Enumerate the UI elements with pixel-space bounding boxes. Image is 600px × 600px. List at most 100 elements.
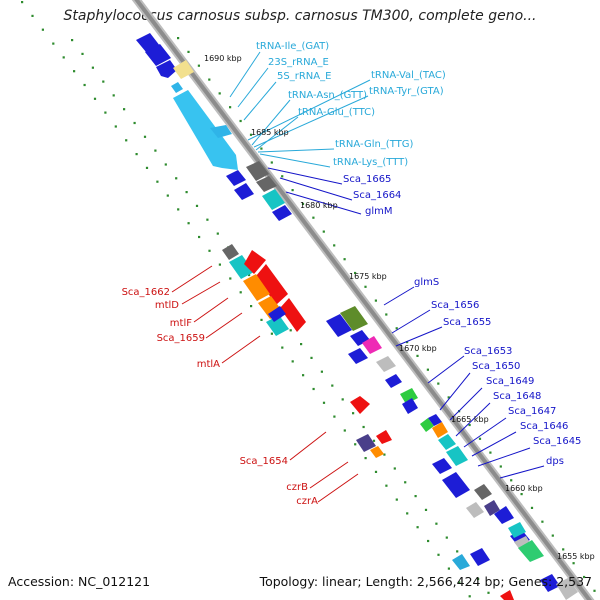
gene-label[interactable]: Sca_1656 [431, 300, 479, 311]
gene-arrow[interactable] [518, 540, 544, 562]
tick-dot [320, 370, 323, 373]
gene-label[interactable]: tRNA-Ile_(GAT) [256, 41, 329, 52]
gene-arrow[interactable] [256, 264, 288, 305]
gene-label[interactable]: Sca_1655 [443, 317, 491, 328]
tick-dot [510, 479, 513, 482]
gene-arrow[interactable] [494, 506, 514, 524]
gene-arrow[interactable] [243, 274, 270, 301]
gene-label[interactable]: Sca_1664 [353, 190, 401, 201]
gene-label[interactable]: czrB [286, 482, 308, 493]
gene-arrow[interactable] [262, 189, 285, 210]
gene-arrow[interactable] [438, 434, 456, 450]
gene-label[interactable]: mtlF [170, 318, 192, 329]
gene-label[interactable]: mtlD [155, 300, 179, 311]
tick-dot [406, 512, 409, 515]
tick-dot [310, 356, 313, 359]
gene-label[interactable]: tRNA-Asn_(GTT) [288, 90, 367, 101]
gene-arrow[interactable] [484, 500, 500, 516]
gene-arrow[interactable] [466, 502, 484, 518]
gene-label[interactable]: Sca_1649 [486, 376, 534, 387]
gene-label[interactable]: glmM [365, 206, 393, 217]
gene-label[interactable]: Sca_1662 [122, 287, 170, 298]
gene-label[interactable]: 5S_rRNA_E [277, 71, 331, 82]
gene-label[interactable]: Sca_1648 [493, 391, 541, 402]
gene-arrow[interactable] [474, 484, 492, 500]
gene-arrow[interactable] [348, 348, 368, 364]
gene-arrow[interactable] [272, 205, 292, 221]
gene-arrow[interactable] [452, 554, 470, 570]
gene-label[interactable]: Sca_1646 [520, 421, 568, 432]
gene-arrow[interactable] [376, 430, 392, 444]
gene-label[interactable]: Sca_1665 [343, 174, 391, 185]
gene-arrow[interactable] [210, 125, 232, 138]
gene-arrow[interactable] [326, 314, 352, 337]
gene-arrow[interactable] [145, 44, 171, 66]
gene-arrow[interactable] [385, 374, 402, 388]
tick-dot [177, 37, 180, 40]
gene-arrow[interactable] [556, 578, 578, 600]
tick-dot [447, 396, 450, 399]
gene-arrow[interactable] [362, 336, 382, 354]
gene-label[interactable]: Sca_1647 [508, 406, 556, 417]
gene-arrow[interactable] [244, 250, 266, 274]
gene-label[interactable]: tRNA-Glu_(TTC) [298, 107, 375, 118]
gene-arrow[interactable] [226, 170, 246, 186]
gene-arrow[interactable] [266, 315, 289, 336]
tick-label: 1670 kbp [399, 344, 437, 353]
gene-arrow[interactable] [446, 446, 468, 466]
gene-arrow[interactable] [428, 414, 442, 426]
tick-dot [499, 465, 502, 468]
gene-label[interactable]: Sca_1654 [240, 456, 288, 467]
gene-label[interactable]: Sca_1653 [464, 346, 512, 357]
gene-arrow[interactable] [256, 176, 277, 192]
gene-label[interactable]: glmS [414, 277, 439, 288]
forward-gene-labels: Sca_1665 Sca_1664 glmM glmS Sca_1656 Sca… [343, 174, 581, 467]
gene-arrow[interactable] [350, 396, 370, 414]
gene-label[interactable]: mtlA [197, 359, 220, 370]
gene-arrow[interactable] [280, 298, 306, 332]
tick-dot [218, 92, 221, 95]
gene-label[interactable]: 23S_rRNA_E [268, 57, 329, 68]
gene-arrow[interactable] [173, 60, 194, 79]
gene-arrow[interactable] [234, 183, 254, 200]
rrna-23s[interactable] [173, 90, 238, 170]
gene-label[interactable]: Sca_1645 [533, 436, 581, 447]
gene-label[interactable]: dps [546, 456, 564, 467]
tick-dot [341, 398, 344, 401]
tick-dot [583, 575, 586, 579]
gene-arrow[interactable] [340, 306, 368, 331]
gene-label[interactable]: Sca_1650 [472, 361, 520, 372]
gene-label[interactable]: czrA [296, 496, 318, 507]
gene-arrow[interactable] [171, 82, 183, 93]
gene-arrow[interactable] [500, 590, 514, 600]
tick-dot [530, 506, 534, 509]
gene-arrow[interactable] [442, 472, 470, 498]
gene-arrow[interactable] [222, 244, 239, 260]
gene-label[interactable]: tRNA-Gln_(TTG) [335, 139, 414, 150]
gene-label[interactable]: tRNA-Val_(TAC) [371, 70, 446, 81]
gene-label[interactable]: tRNA-Lys_(TTT) [333, 157, 408, 168]
gene-label[interactable]: Sca_1659 [157, 333, 205, 344]
gene-arrow[interactable] [470, 548, 490, 566]
map-title: Staphylococcus carnosus subsp. carnosus … [63, 8, 537, 24]
gene-arrow[interactable] [376, 356, 396, 372]
gene-arrow[interactable] [229, 255, 254, 279]
gene-arrow[interactable] [508, 522, 526, 538]
gene-arrow[interactable] [420, 418, 434, 432]
gene-arrow[interactable] [400, 388, 418, 404]
gene-arrow[interactable] [540, 574, 560, 592]
tick-dot [229, 106, 232, 109]
gene-arrow[interactable] [432, 458, 452, 474]
tick-dot [229, 277, 232, 280]
gene-arrow[interactable] [268, 306, 286, 322]
gene-arrow[interactable] [402, 398, 418, 414]
tick-dot [239, 291, 242, 294]
tick-dot [404, 481, 407, 484]
gene-label[interactable]: tRNA-Tyr_(GTA) [369, 86, 444, 97]
gene-arrow[interactable] [156, 60, 177, 78]
gene-arrow[interactable] [356, 434, 376, 452]
gene-arrow[interactable] [432, 422, 448, 438]
gene-arrow[interactable] [370, 446, 384, 458]
gene-arrow[interactable] [246, 161, 269, 181]
